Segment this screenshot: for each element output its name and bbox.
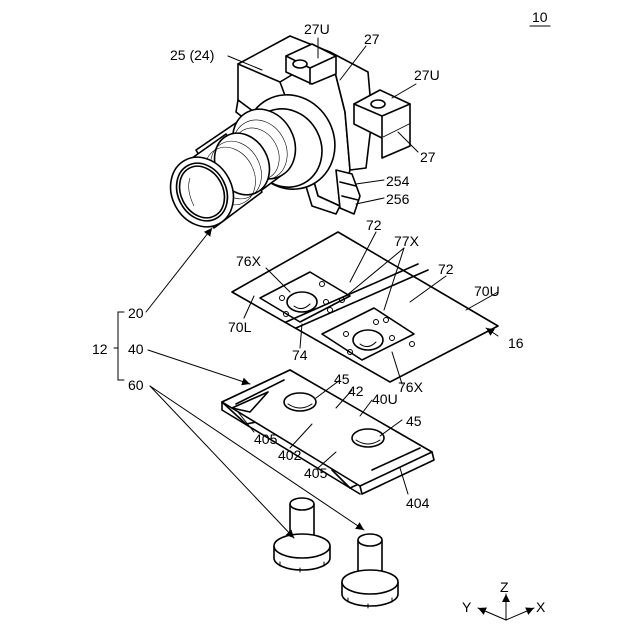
label-254: 254 [386, 173, 410, 189]
label-12: 12 [92, 341, 108, 357]
label-27U-right: 27U [414, 67, 440, 83]
figure-number: 10 [532, 9, 548, 25]
label-402: 402 [278, 447, 302, 463]
label-404: 404 [406, 495, 430, 511]
label-27-right: 27 [420, 149, 436, 165]
label-60: 60 [128, 377, 144, 393]
camera-module [159, 36, 410, 238]
label-76X-top: 76X [236, 253, 262, 269]
label-70L: 70L [228, 319, 252, 335]
label-72-top: 72 [366, 217, 382, 233]
label-40: 40 [128, 341, 144, 357]
label-77X: 77X [394, 233, 420, 249]
label-45-right: 45 [406, 413, 422, 429]
flexible-board [232, 232, 498, 382]
label-42: 42 [348, 383, 364, 399]
label-70U: 70U [474, 283, 500, 299]
label-76X-bottom: 76X [398, 379, 424, 395]
label-20: 20 [128, 305, 144, 321]
axis-label-z: Z [500, 579, 509, 595]
label-16: 16 [508, 335, 524, 351]
label-72-right: 72 [438, 261, 454, 277]
axis-label-x: X [536, 599, 546, 615]
label-27U-top: 27U [304, 21, 330, 37]
label-405-left: 405 [254, 431, 278, 447]
label-405-bottom: 405 [304, 465, 328, 481]
label-256: 256 [386, 191, 410, 207]
label-27-top: 27 [364, 31, 380, 47]
axis-label-y: Y [462, 599, 472, 615]
coordinate-axes [478, 594, 534, 620]
screw-right [342, 534, 398, 608]
label-74: 74 [292, 347, 308, 363]
screw-left [274, 498, 330, 572]
label-40U: 40U [372, 391, 398, 407]
label-25-24: 25 (24) [170, 47, 214, 63]
